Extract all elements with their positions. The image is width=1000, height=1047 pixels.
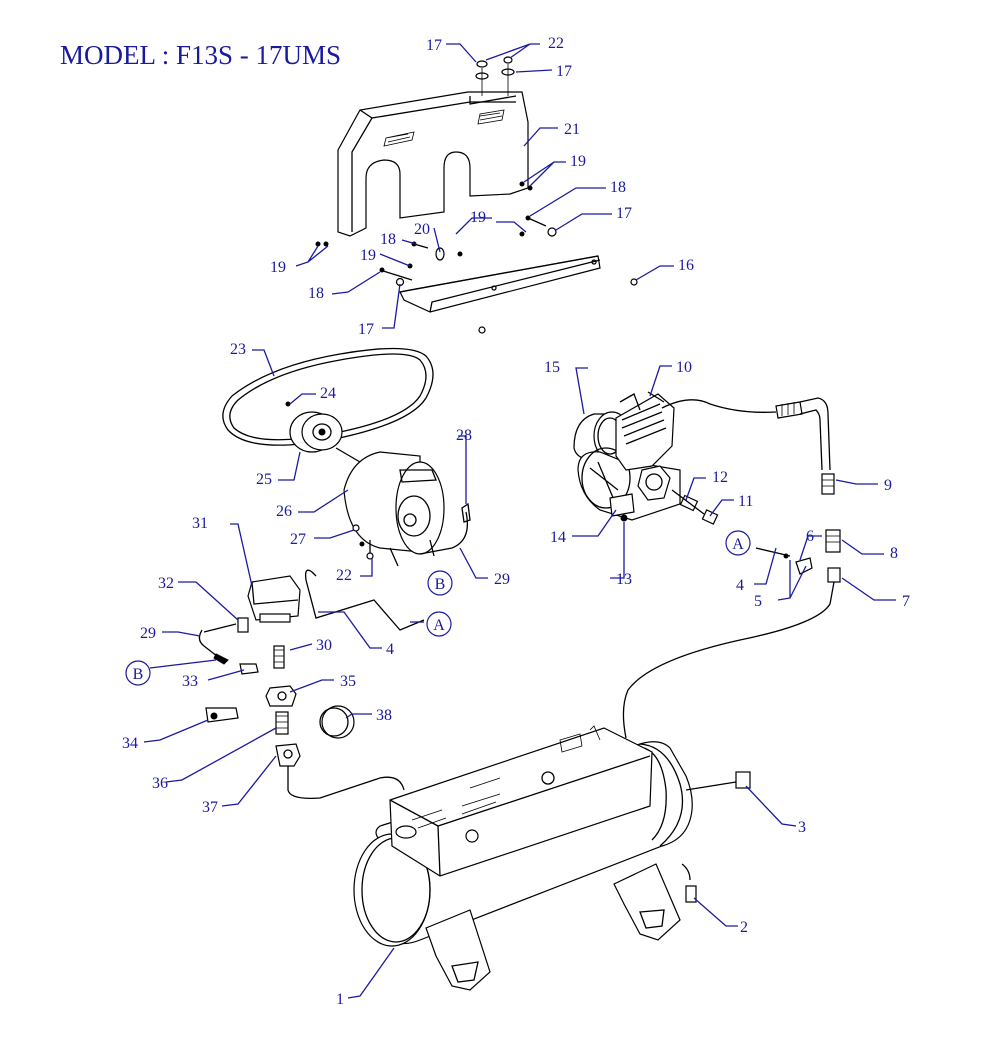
leader-lines — [143, 43, 896, 999]
callout-20: 20 — [414, 221, 430, 238]
callout-3: 3 — [798, 819, 806, 836]
callout-23: 23 — [230, 341, 246, 358]
callout-18: 18 — [308, 285, 324, 302]
callout-4: 4 — [386, 641, 394, 658]
pressure-switch-manifold — [198, 569, 425, 799]
callout-22: 22 — [548, 35, 564, 52]
callout-numbers: 17 22 17 21 19 18 17 19 20 18 19 16 19 1… — [122, 35, 910, 1008]
callout-30: 30 — [316, 637, 332, 654]
callout-10: 10 — [676, 359, 692, 376]
callout-35: 35 — [340, 673, 356, 690]
callout-21: 21 — [564, 121, 580, 138]
callout-12: 12 — [712, 469, 728, 486]
callout-32: 32 — [158, 575, 174, 592]
callout-5: 5 — [754, 593, 762, 610]
callout-37: 37 — [202, 799, 218, 816]
callout-17: 17 — [426, 37, 442, 54]
callout-9: 9 — [884, 477, 892, 494]
callout-2: 2 — [740, 919, 748, 936]
callout-27: 27 — [290, 531, 306, 548]
callout-18: 18 — [610, 179, 626, 196]
callout-31: 31 — [192, 515, 208, 532]
callout-13: 13 — [616, 571, 632, 588]
callout-11: 11 — [738, 493, 753, 510]
callout-25: 25 — [256, 471, 272, 488]
callout-17: 17 — [556, 63, 572, 80]
pump-assembly — [573, 391, 841, 739]
connector-a-switch: A — [433, 617, 445, 634]
connector-b-switch: B — [133, 666, 144, 683]
callout-19: 19 — [270, 259, 286, 276]
callout-17: 17 — [358, 321, 374, 338]
callout-33: 33 — [182, 673, 198, 690]
callout-34: 34 — [122, 735, 138, 752]
callout-22: 22 — [336, 567, 352, 584]
callout-24: 24 — [320, 385, 336, 402]
connector-b-motor: B — [435, 576, 446, 593]
callout-17: 17 — [616, 205, 632, 222]
belt-guard-assembly — [315, 56, 638, 334]
model-title: MODEL : F13S - 17UMS — [60, 40, 342, 70]
callout-14: 14 — [550, 529, 566, 546]
connector-a-pump: A — [732, 536, 744, 553]
callout-15: 15 — [544, 359, 560, 376]
callout-8: 8 — [890, 545, 898, 562]
callout-6: 6 — [806, 528, 814, 545]
callout-19: 19 — [570, 153, 586, 170]
callout-29: 29 — [140, 625, 156, 642]
connector-markers: B A B A — [125, 530, 751, 686]
callout-16: 16 — [678, 257, 694, 274]
callout-1: 1 — [336, 991, 344, 1008]
belt-pulley-motor — [222, 347, 471, 567]
callout-7: 7 — [902, 593, 910, 610]
callout-36: 36 — [152, 775, 168, 792]
callout-28: 28 — [456, 427, 472, 444]
callout-4: 4 — [736, 577, 744, 594]
callout-19: 19 — [470, 209, 486, 226]
callout-18: 18 — [380, 231, 396, 248]
callout-26: 26 — [276, 503, 292, 520]
air-tank — [353, 725, 751, 991]
callout-29: 29 — [494, 571, 510, 588]
callout-19: 19 — [360, 247, 376, 264]
callout-38: 38 — [376, 707, 392, 724]
